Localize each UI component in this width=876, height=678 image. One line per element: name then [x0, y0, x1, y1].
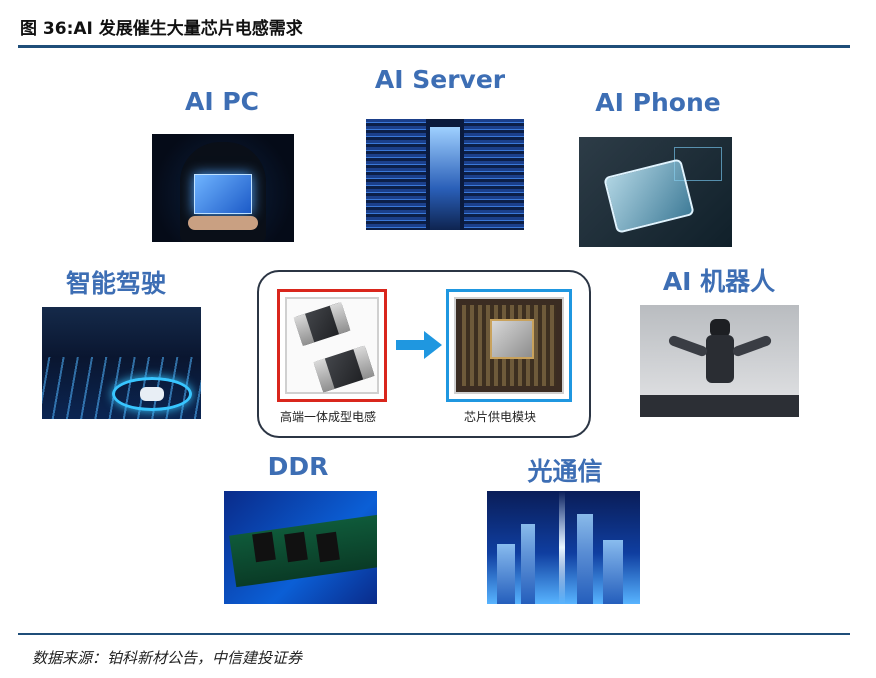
inductor-caption: 高端一体成型电感 — [280, 410, 377, 424]
arrow-right-icon — [396, 331, 442, 359]
label-optical-comm: 光通信 — [527, 457, 603, 486]
label-ai-pc: AI PC — [184, 87, 260, 116]
source-note: 数据来源：铂科新材公告，中信建投证券 — [32, 649, 303, 667]
optical-comm-image — [487, 491, 640, 604]
ai-server-image — [366, 119, 524, 230]
ai-pc-image — [152, 134, 294, 242]
label-ai-server: AI Server — [374, 65, 506, 94]
label-ai-phone: AI Phone — [595, 88, 721, 117]
label-smart-driving: 智能驾驶 — [65, 269, 166, 298]
label-ai-robot: AI 机器人 — [662, 267, 776, 296]
power-module-image — [446, 289, 572, 402]
power-module-caption: 芯片供电模块 — [464, 410, 537, 424]
title-rule — [18, 45, 850, 48]
ddr-image — [224, 491, 377, 604]
inductor-image — [277, 289, 387, 402]
ai-robot-image — [640, 305, 799, 417]
source-rule — [18, 633, 850, 635]
figure-title: 图 36:AI 发展催生大量芯片电感需求 — [20, 19, 303, 39]
ai-phone-image — [579, 137, 732, 247]
label-ddr: DDR — [267, 452, 329, 481]
smart-driving-image — [42, 307, 201, 419]
